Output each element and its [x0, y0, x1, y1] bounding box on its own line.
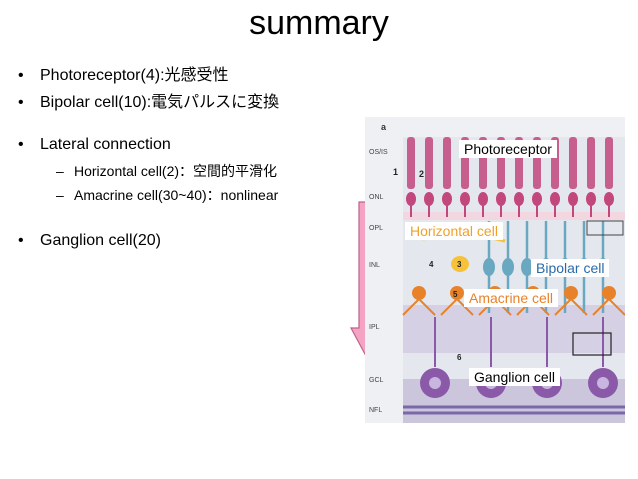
subbullet-text: Horizontal cell(2)：空間的平滑化: [74, 163, 278, 179]
subbullet-dash: –: [56, 187, 64, 203]
photoreceptor-soma: [586, 192, 596, 206]
photoreceptor-outer-segment: [587, 137, 595, 189]
amacrine-process: [554, 297, 588, 316]
cell-number: 3: [457, 260, 462, 269]
photoreceptor-outer-segment: [569, 137, 577, 189]
label-ganglion-cell: Ganglion cell: [469, 368, 560, 386]
cell-number: 6: [457, 353, 462, 362]
retina-figure: a OS/IS ONL OPL INL IPL GCL NFL 1 2 3 4 5 6 Ph…: [365, 117, 626, 423]
bullet-dot: •: [18, 67, 24, 84]
inset-box: [572, 332, 612, 356]
bullet-ganglion: • Ganglion cell(20): [18, 232, 161, 250]
bullet-text: Photoreceptor(4):光感受性: [40, 67, 229, 84]
photoreceptor-outer-segment: [407, 137, 415, 189]
bipolar-soma: [521, 258, 533, 276]
label-photoreceptor: Photoreceptor: [459, 140, 557, 158]
bullet-dot: •: [18, 232, 24, 249]
bullet-dot: •: [18, 94, 24, 111]
cell-number: 4: [429, 260, 434, 269]
photoreceptor-soma: [532, 192, 542, 206]
photoreceptor-soma: [406, 192, 416, 206]
layer-label: GCL: [369, 377, 384, 384]
amacrine-soma: [602, 286, 616, 300]
layer-labels: OS/IS ONL OPL INL IPL GCL NFL: [369, 149, 388, 414]
panel-letter: a: [381, 122, 387, 132]
label-amacrine-cell: Amacrine cell: [464, 289, 559, 307]
amacrine-process: [592, 297, 626, 316]
photoreceptor-soma: [460, 192, 470, 206]
photoreceptor-soma: [568, 192, 578, 206]
ganglion-nucleus: [429, 377, 441, 389]
subbullet-text: Amacrine cell(30~40)：nonlinear: [74, 187, 279, 203]
photoreceptor-soma: [442, 192, 452, 206]
photoreceptor-outer-segment: [425, 137, 433, 189]
amacrine-soma: [450, 286, 464, 300]
bullet-text: Lateral connection: [40, 136, 171, 153]
bullet-bipolar: • Bipolar cell(10):電気パルスに変換: [18, 88, 279, 112]
photoreceptor-soma: [496, 192, 506, 206]
photoreceptor-soma: [604, 192, 614, 206]
cell-number: 5: [453, 290, 458, 299]
cell-number: 1: [393, 167, 398, 177]
photoreceptor-outer-segment: [605, 137, 613, 189]
bipolar-soma: [483, 258, 495, 276]
subbullet-dash: –: [56, 163, 64, 179]
photoreceptor-soma: [514, 192, 524, 206]
amacrine-process: [440, 297, 474, 316]
label-bipolar-cell: Bipolar cell: [531, 259, 610, 277]
photoreceptor-soma: [550, 192, 560, 206]
bullet-lateral: • Lateral connection: [18, 136, 171, 154]
slide-title: summary: [249, 4, 389, 42]
layer-label: IPL: [369, 324, 380, 331]
amacrine-soma: [412, 286, 426, 300]
bipolar-soma: [502, 258, 514, 276]
layer-label: INL: [369, 262, 380, 269]
inset-box: [586, 220, 624, 236]
amacrine-process: [402, 297, 436, 316]
bullet-text: Bipolar cell(10):電気パルスに変換: [40, 94, 280, 111]
cell-number: 2: [419, 169, 424, 179]
layer-label: OS/IS: [369, 149, 388, 156]
bullet-dot: •: [18, 136, 24, 153]
bullet-photoreceptor: • Photoreceptor(4):光感受性: [18, 61, 229, 85]
horizontal-cell-body: [451, 256, 469, 272]
subbullet-amacrine: –Amacrine cell(30~40)：nonlinear: [56, 185, 278, 205]
subbullet-horizontal: –Horizontal cell(2)：空間的平滑化: [56, 161, 277, 181]
ganglion-nucleus: [597, 377, 609, 389]
photoreceptor-outer-segment: [443, 137, 451, 189]
photoreceptor-soma: [424, 192, 434, 206]
layer-label: NFL: [369, 407, 382, 414]
bullet-text: Ganglion cell(20): [40, 232, 161, 249]
photoreceptor-soma: [478, 192, 488, 206]
label-horizontal-cell: Horizontal cell: [405, 222, 503, 240]
amacrine-soma: [564, 286, 578, 300]
layer-label: OPL: [369, 225, 383, 232]
layer-label: ONL: [369, 194, 384, 201]
